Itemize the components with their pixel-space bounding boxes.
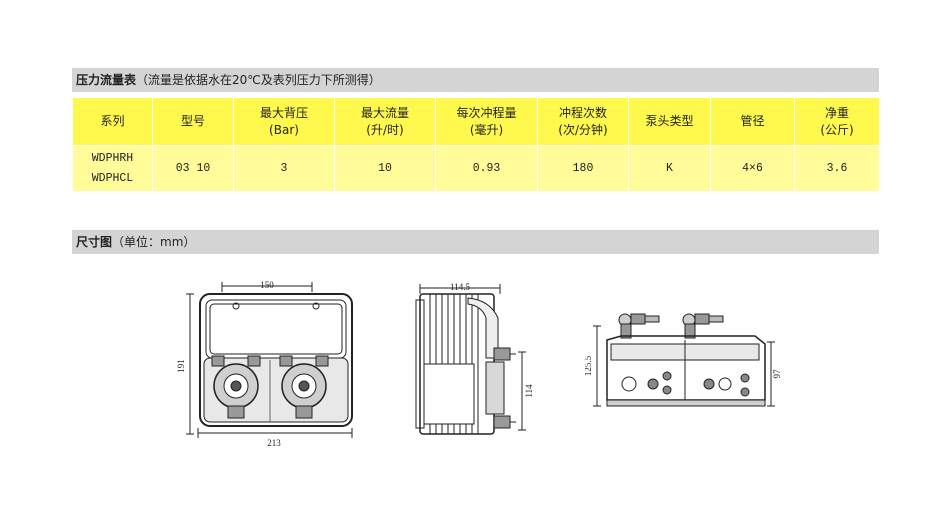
dim-side-depth: 114.5 [450,282,470,292]
flow-section-note: （流量是依据水在20℃及表列压力下所测得） [136,73,381,87]
header-stroke-rate: 冲程次数(次/分钟) [537,97,629,146]
dim-back-height-right: 97 [772,369,782,379]
flow-section-title: 压力流量表 [76,73,137,87]
header-weight: 净重(公斤) [794,97,880,146]
header-stroke-volume: 每次冲程量(毫升) [435,97,538,146]
dim-section-note: （单位：mm） [112,235,196,249]
header-model: 型号 [152,97,234,146]
dim-front-width-top: 150 [260,280,274,290]
pressure-flow-table: 系列 型号 最大背压(Bar) 最大流量(升/时) 每次冲程量(毫升) 冲程次数… [72,97,880,192]
dim-front-width-bottom: 213 [267,438,281,448]
header-head-type: 泵头类型 [628,97,711,146]
back-view-drawing: 125.5 97 [585,313,782,407]
front-view-drawing: 150 191 213 [176,280,353,448]
cell-max-pressure: 3 [233,145,335,192]
dim-side-height: 114 [524,384,534,398]
cell-tube: 4×6 [710,145,795,192]
header-tube: 管径 [710,97,795,146]
header-max-pressure: 最大背压(Bar) [233,97,335,146]
header-max-flow: 最大流量(升/时) [334,97,436,146]
cell-max-flow: 10 [334,145,436,192]
dim-back-height-left: 125.5 [585,355,593,376]
dim-section-title: 尺寸图 [76,235,113,249]
flow-table-header-bar: 压力流量表（流量是依据水在20℃及表列压力下所测得） [72,68,879,92]
side-view-drawing: 114.5 114 [415,282,534,435]
dimension-header-bar: 尺寸图（单位：mm） [72,230,879,254]
header-series: 系列 [72,97,153,146]
dim-front-height: 191 [176,359,186,373]
cell-weight: 3.6 [794,145,880,192]
cell-model: 03 10 [152,145,234,192]
cell-stroke-rate: 180 [537,145,629,192]
cell-stroke-volume: 0.93 [435,145,538,192]
cell-head-type: K [628,145,711,192]
table-header-row: 系列 型号 最大背压(Bar) 最大流量(升/时) 每次冲程量(毫升) 冲程次数… [72,97,880,146]
